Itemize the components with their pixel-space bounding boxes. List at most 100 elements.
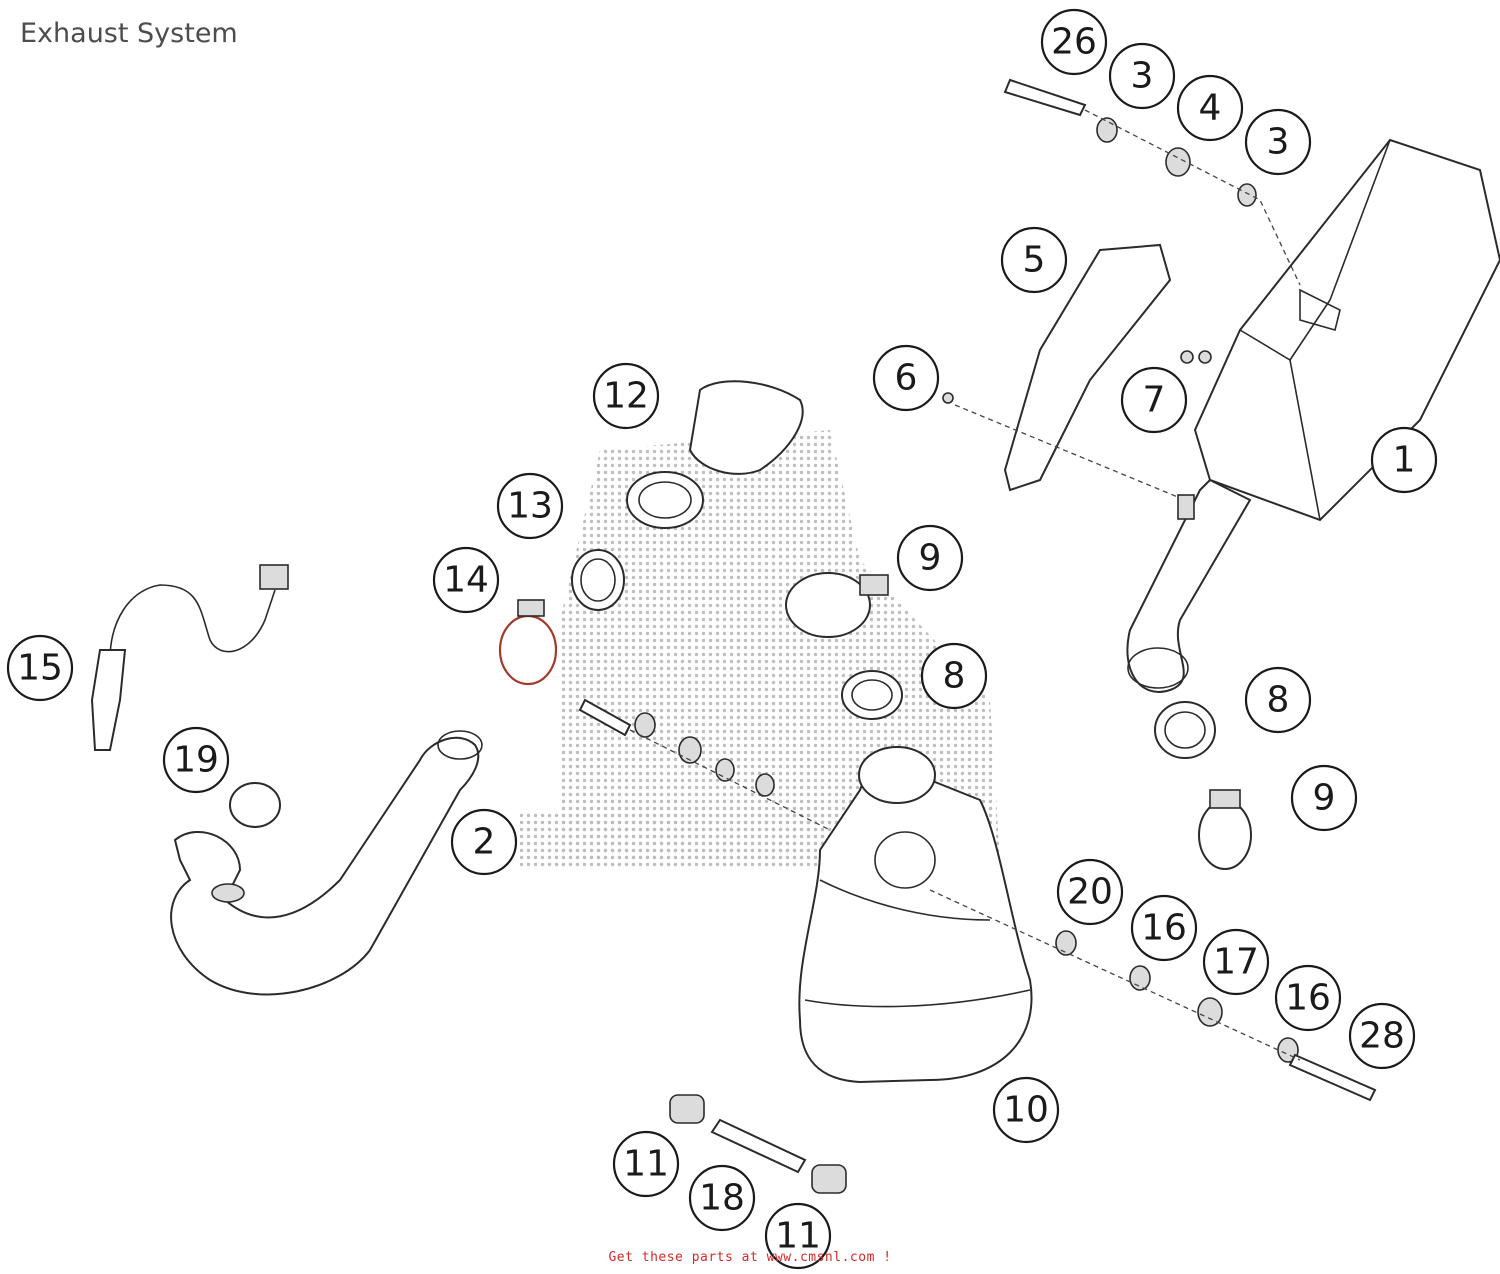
callout-7[interactable]: 7 [1120,366,1188,434]
callout-16[interactable]: 16 [1274,964,1342,1032]
callout-circle [1244,108,1312,176]
callout-label: 19 [173,740,219,781]
callout-circle [1274,964,1342,1032]
callout-circle [1202,928,1270,996]
callout-14[interactable]: 14 [432,546,500,614]
header-pipe-part[interactable] [170,730,483,996]
callout-circle [432,546,500,614]
callout-20[interactable]: 20 [1056,858,1124,926]
callout-label: 20 [1067,872,1113,913]
callout-label: 28 [1359,1016,1405,1057]
gasket-ring-13[interactable] [571,549,625,611]
clamp-9-lower[interactable] [1198,789,1252,870]
manifold-bolt[interactable] [578,698,831,831]
callout-9[interactable]: 9 [896,524,964,592]
silencer-part[interactable] [1126,138,1500,693]
gasket-8-lower[interactable] [1154,701,1216,759]
footer-link[interactable]: Get these parts at www.cmsnl.com ! [608,1250,892,1265]
callout-28[interactable]: 28 [1348,1002,1416,1070]
callout-circle [162,726,230,794]
callout-label: 18 [699,1178,745,1219]
callout-label: 9 [919,538,942,579]
callout-label: 9 [1313,778,1336,819]
clamp-9-upper[interactable] [785,572,889,638]
callout-label: 5 [1023,240,1046,281]
callout-label: 7 [1143,380,1166,421]
callout-19[interactable]: 19 [162,726,230,794]
callout-circle [450,808,518,876]
callout-circle [592,362,660,430]
callout-13[interactable]: 13 [496,472,564,540]
callout-circle [872,344,940,412]
callout-9[interactable]: 9 [1290,764,1358,832]
callout-circle [1348,1002,1416,1070]
heat-shield-part[interactable] [1003,243,1172,492]
callout-circle [612,1130,680,1198]
gasket-8-upper[interactable] [841,670,903,720]
lambda-sensor-part[interactable] [90,564,289,751]
o-ring-19[interactable] [229,782,281,828]
callout-15[interactable]: 15 [6,634,74,702]
callout-11[interactable]: 11 [764,1202,832,1270]
callout-label: 10 [1003,1090,1049,1131]
callout-label: 16 [1285,978,1331,1019]
callout-8[interactable]: 8 [920,642,988,710]
callout-label: 12 [603,376,649,417]
callout-label: 16 [1141,908,1187,949]
callout-label: 6 [895,358,918,399]
callout-circle [1000,226,1068,294]
mount-bolt-bottom[interactable] [929,889,1377,1102]
callout-16[interactable]: 16 [1130,894,1198,962]
callout-label: 15 [17,648,63,689]
callout-17[interactable]: 17 [1202,928,1270,996]
callout-8[interactable]: 8 [1244,666,1312,734]
callout-label: 13 [507,486,553,527]
callout-label: 11 [775,1216,821,1257]
callout-label: 3 [1267,122,1290,163]
callout-label: 4 [1199,88,1222,129]
callout-circle [920,642,988,710]
callout-12[interactable]: 12 [592,362,660,430]
callout-label: 3 [1131,56,1154,97]
callout-circle [1244,666,1312,734]
nuts-7[interactable] [1180,350,1212,364]
callout-circle [1040,8,1108,76]
callout-label: 11 [623,1144,669,1185]
callout-circle [1130,894,1198,962]
callout-circle [6,634,74,702]
callout-circle [1176,74,1244,142]
callout-label: 8 [1267,680,1290,721]
callout-4[interactable]: 4 [1176,74,1244,142]
callout-layer: 2634356711213149815192892016171628101118… [6,8,1438,1270]
callout-18[interactable]: 18 [688,1164,756,1232]
callout-11[interactable]: 11 [612,1130,680,1198]
callout-label: 8 [943,656,966,697]
clamp-14[interactable] [498,599,558,686]
callout-circle [1056,858,1124,926]
callout-label: 1 [1393,440,1416,481]
callout-label: 2 [473,822,496,863]
callout-1[interactable]: 1 [1370,426,1438,494]
collar-part[interactable] [626,380,804,529]
callout-26[interactable]: 26 [1040,8,1108,76]
callout-circle [992,1076,1060,1144]
pre-silencer-part[interactable] [798,746,1033,1084]
callout-label: 17 [1213,942,1259,983]
callout-circle [764,1202,832,1270]
callout-3[interactable]: 3 [1108,42,1176,110]
mount-bolt-top[interactable] [1003,78,1301,286]
spacer-sleeves[interactable] [669,1094,847,1194]
callout-5[interactable]: 5 [1000,226,1068,294]
callout-circle [896,524,964,592]
callout-6[interactable]: 6 [872,344,940,412]
callout-circle [1120,366,1188,434]
callout-3[interactable]: 3 [1244,108,1312,176]
callout-2[interactable]: 2 [450,808,518,876]
callout-circle [688,1164,756,1232]
callout-label: 14 [443,560,489,601]
heat-shield-screw[interactable] [942,392,1195,520]
callout-10[interactable]: 10 [992,1076,1060,1144]
callout-circle [496,472,564,540]
page-title: Exhaust System [20,18,238,49]
